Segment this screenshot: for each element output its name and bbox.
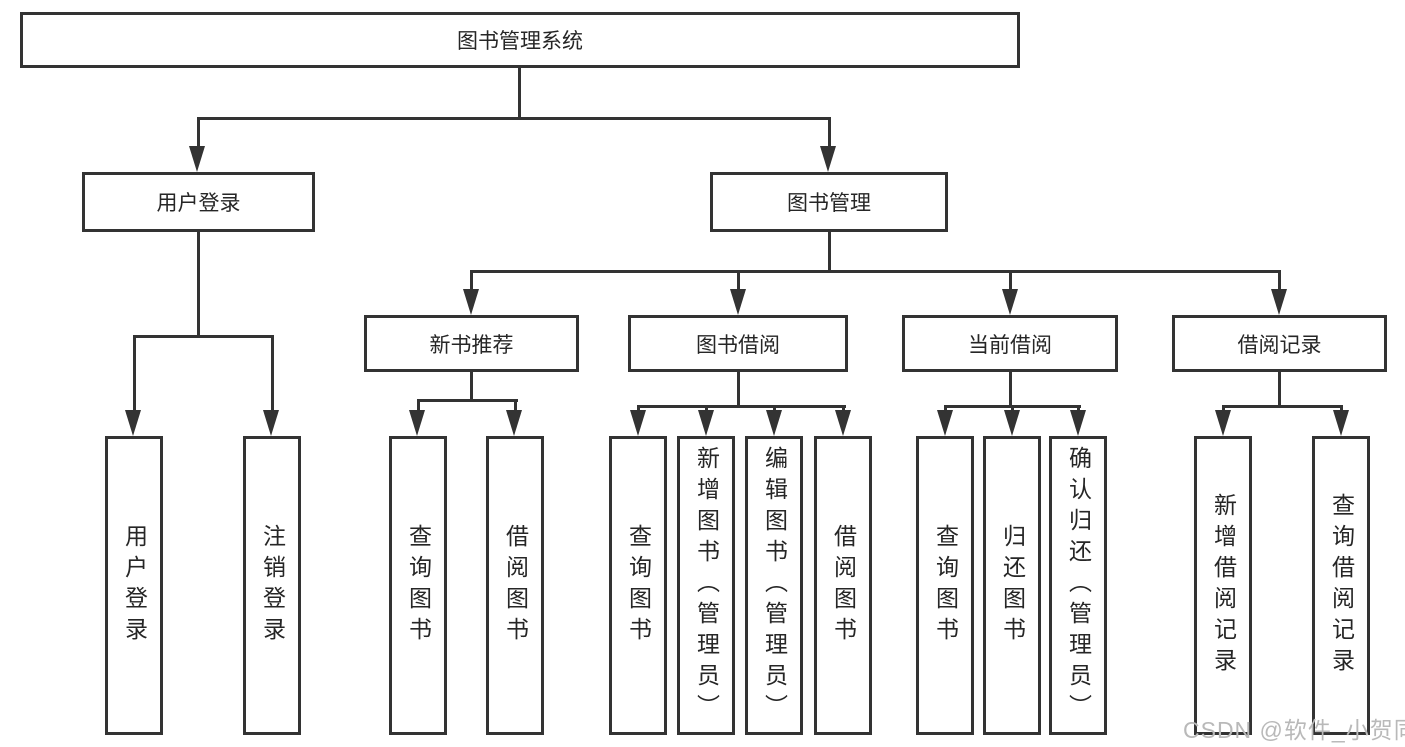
- leaf-edit-book-admin: 编辑图书（管理员）: [745, 436, 803, 735]
- connector-line: [197, 232, 200, 338]
- node-borrow-record: 借阅记录: [1172, 315, 1387, 372]
- arrow-down-icon: [409, 410, 425, 436]
- arrow-down-icon: [1271, 289, 1287, 315]
- arrow-down-icon: [730, 289, 746, 315]
- csdn-watermark: CSDN @软件_小贺同学: [1183, 717, 1405, 743]
- connector-line: [1222, 405, 1225, 413]
- arrow-down-icon: [1002, 289, 1018, 315]
- connector-line: [637, 405, 640, 413]
- connector-line: [944, 405, 947, 413]
- connector-line: [1009, 270, 1012, 291]
- connector-line: [1340, 405, 1343, 413]
- leaf-add-book-admin: 新增图书（管理员）: [677, 436, 735, 735]
- arrow-down-icon: [125, 410, 141, 436]
- arrow-down-icon: [820, 146, 836, 172]
- leaf-query-book: 查询图书: [609, 436, 667, 735]
- arrow-down-icon: [698, 410, 714, 436]
- leaf-confirm-return-admin: 确认归还（管理员）: [1049, 436, 1107, 735]
- connector-line: [1077, 405, 1080, 413]
- connector-line: [271, 335, 274, 412]
- connector-line: [828, 117, 831, 148]
- arrow-down-icon: [766, 410, 782, 436]
- arrow-down-icon: [506, 410, 522, 436]
- arrow-down-icon: [1333, 410, 1349, 436]
- connector-line: [417, 399, 420, 412]
- leaf-borrow-book: 借阅图书: [486, 436, 544, 735]
- connector-line: [197, 117, 831, 120]
- arrow-down-icon: [835, 410, 851, 436]
- connector-line: [773, 405, 776, 413]
- arrow-down-icon: [463, 289, 479, 315]
- leaf-query-book: 查询图书: [389, 436, 447, 735]
- connector-line: [470, 372, 473, 402]
- connector-line: [470, 270, 473, 291]
- connector-line: [1009, 372, 1012, 408]
- connector-line: [133, 335, 274, 338]
- connector-line: [417, 399, 518, 402]
- node-new-book-recommend: 新书推荐: [364, 315, 579, 372]
- leaf-query-book: 查询图书: [916, 436, 974, 735]
- connector-line: [1011, 405, 1014, 413]
- node-root: 图书管理系统: [20, 12, 1020, 68]
- connector-line: [197, 117, 200, 148]
- leaf-user-login: 用户登录: [105, 436, 163, 735]
- connector-line: [828, 232, 831, 273]
- leaf-logout: 注销登录: [243, 436, 301, 735]
- connector-line: [737, 270, 740, 291]
- connector-line: [737, 372, 740, 408]
- connector-line: [514, 399, 517, 412]
- connector-line: [470, 270, 1281, 273]
- connector-line: [1278, 270, 1281, 291]
- arrow-down-icon: [263, 410, 279, 436]
- leaf-add-borrow-record: 新增借阅记录: [1194, 436, 1252, 735]
- connector-line: [637, 405, 846, 408]
- leaf-return-book: 归还图书: [983, 436, 1041, 735]
- node-user-login: 用户登录: [82, 172, 315, 232]
- node-book-management: 图书管理: [710, 172, 948, 232]
- arrow-down-icon: [630, 410, 646, 436]
- node-book-borrow: 图书借阅: [628, 315, 848, 372]
- arrow-down-icon: [1004, 410, 1020, 436]
- connector-line: [518, 68, 521, 118]
- connector-line: [842, 405, 845, 413]
- arrow-down-icon: [937, 410, 953, 436]
- connector-line: [1278, 372, 1281, 408]
- node-current-borrow: 当前借阅: [902, 315, 1118, 372]
- arrow-down-icon: [1215, 410, 1231, 436]
- leaf-borrow-book: 借阅图书: [814, 436, 872, 735]
- connector-line: [705, 405, 708, 413]
- connector-line: [1222, 405, 1343, 408]
- arrow-down-icon: [189, 146, 205, 172]
- leaf-query-borrow-record: 查询借阅记录: [1312, 436, 1370, 735]
- arrow-down-icon: [1070, 410, 1086, 436]
- connector-line: [133, 335, 136, 412]
